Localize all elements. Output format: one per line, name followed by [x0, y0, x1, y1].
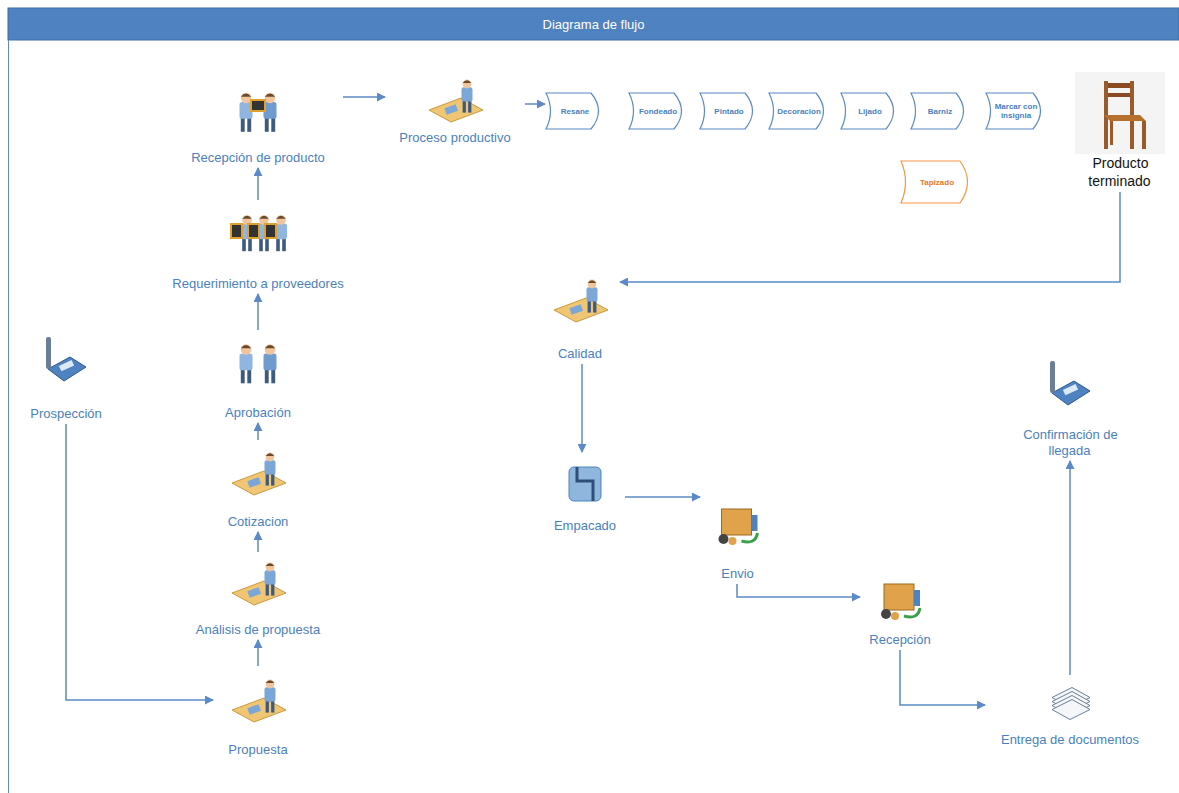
step-label: Barniz — [928, 107, 952, 116]
flow-arrow — [581, 364, 583, 452]
person-figure — [264, 344, 277, 383]
flow-arrow — [257, 532, 259, 552]
package-box — [251, 100, 265, 111]
production-step: Tapizado — [900, 160, 976, 204]
desk-shape — [232, 581, 286, 605]
process-step: Proceso productivo — [385, 78, 525, 148]
step-label: Fondeado — [639, 107, 677, 116]
flow-arrow — [525, 103, 545, 105]
desk-shape — [232, 698, 286, 722]
flow-arrow — [1069, 461, 1071, 675]
person-figure — [264, 93, 277, 132]
step-label: Pintado — [714, 107, 743, 116]
step-label: Calidad — [557, 346, 603, 361]
step-label: Decoracion — [777, 107, 821, 116]
step-label: Aprobación — [224, 405, 292, 420]
flow-arrow — [737, 584, 860, 597]
title-text: Diagrama de flujo — [543, 17, 645, 32]
flow-arrow — [257, 168, 259, 200]
process-step: Cotizacion — [213, 440, 303, 532]
step-label: Requerimiento a proveedores — [171, 276, 344, 291]
process-step: Recepción — [860, 572, 940, 650]
production-step: Marcar con insignia — [985, 92, 1049, 130]
process-step: Recepción de producto — [173, 82, 343, 168]
person-figure — [265, 680, 276, 713]
process-step: Calidad — [540, 262, 620, 364]
production-step: Pintado — [699, 92, 761, 130]
desk-shape — [554, 298, 608, 322]
production-step: Decoracion — [768, 92, 832, 130]
package-box — [265, 224, 276, 238]
chair-picture — [1075, 72, 1165, 154]
person-figure — [587, 280, 598, 313]
frame-line — [8, 40, 9, 793]
documents-stack — [1052, 688, 1090, 720]
step-label: Recepción de producto — [190, 150, 326, 165]
flow-arrow — [625, 496, 700, 498]
flow-arrow — [620, 192, 1120, 282]
flow-arrow — [257, 640, 259, 666]
person-figure — [240, 344, 253, 383]
step-label: Lijado — [858, 107, 882, 116]
title-bar: Diagrama de flujo — [8, 8, 1179, 40]
flow-arrow — [343, 96, 385, 98]
flow-arrow — [257, 423, 259, 440]
process-step: Entrega de documentos — [985, 675, 1155, 750]
step-label: Producto terminado — [1088, 155, 1151, 189]
step-label: Análisis de propuesta — [195, 622, 321, 637]
flow-arrow — [66, 424, 213, 700]
person-figure — [265, 453, 276, 486]
step-label: Confirmación de llegada — [1022, 427, 1118, 458]
process-step: Prospección — [20, 328, 112, 424]
flow-arrow — [900, 650, 985, 705]
step-label: Cotizacion — [227, 514, 290, 529]
step-label: Prospección — [29, 406, 103, 421]
process-step: Producto terminado — [1075, 72, 1165, 192]
package-box — [248, 224, 259, 238]
phone-icon — [46, 337, 86, 381]
production-step: Resane — [545, 92, 607, 130]
flow-arrow — [257, 294, 259, 330]
production-step: Barniz — [910, 92, 972, 130]
shipping-box — [881, 584, 920, 620]
shipping-box — [719, 509, 758, 545]
step-label: Proceso productivo — [398, 130, 511, 145]
step-label: Entrega de documentos — [1000, 732, 1140, 747]
person-figure — [462, 80, 473, 113]
person-figure — [265, 563, 276, 596]
package-box — [231, 224, 242, 238]
desk-shape — [429, 98, 483, 122]
process-step: Aprobación — [208, 330, 308, 423]
step-label: Tapizado — [920, 178, 954, 187]
package-cube — [569, 467, 601, 501]
production-step: Lijado — [840, 92, 902, 130]
phone-icon — [1050, 361, 1090, 405]
desk-shape — [232, 471, 286, 495]
step-label: Resane — [561, 107, 589, 116]
step-label: Envio — [720, 566, 755, 581]
title-band — [8, 8, 1179, 40]
step-label: Empacado — [553, 518, 617, 533]
production-step: Fondeado — [628, 92, 690, 130]
person-figure — [240, 93, 253, 132]
step-label: Marcar con insignia — [994, 102, 1038, 120]
process-step: Confirmación de llegada — [1015, 355, 1125, 461]
step-label: Recepción — [868, 632, 931, 647]
process-step: Empacado — [545, 452, 625, 536]
process-step: Envio — [700, 488, 775, 584]
step-label: Propuesta — [227, 742, 288, 757]
process-step: Requerimiento a proveedores — [143, 200, 373, 294]
process-step: Propuesta — [213, 666, 303, 760]
process-step: Análisis de propuesta — [178, 552, 338, 640]
